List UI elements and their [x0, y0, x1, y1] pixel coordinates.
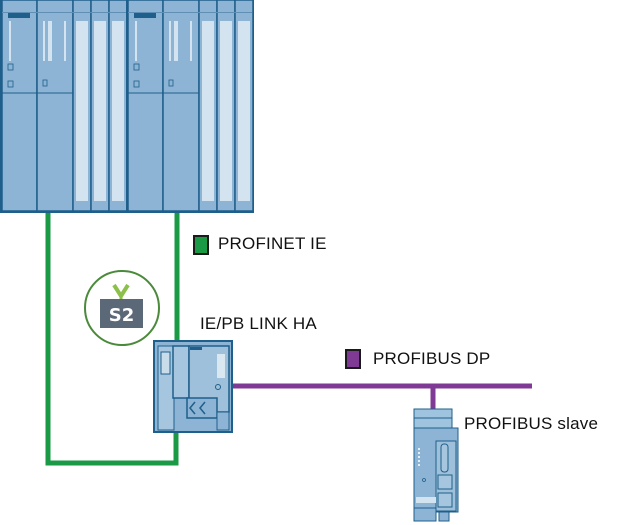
cpu-led	[168, 79, 174, 87]
profibus-cable	[231, 383, 532, 410]
profinet-legend-label: PROFINET IE	[218, 234, 327, 253]
ie-pb-link-ha-device[interactable]	[153, 340, 233, 433]
cpu-led	[42, 79, 48, 87]
profinet-line-rack1-to-link	[45, 212, 179, 466]
profibus-slave-device[interactable]	[413, 408, 459, 522]
profinet-cable	[45, 212, 180, 466]
cpu-module	[36, 0, 74, 212]
cpu-module	[162, 0, 200, 212]
ps-led	[7, 63, 14, 71]
plc-rack-1[interactable]	[0, 0, 128, 213]
power-supply-module	[1, 0, 38, 212]
ps-led	[133, 80, 140, 88]
profibus-slave-label: PROFIBUS slave	[464, 414, 599, 433]
s2-badge-box	[100, 299, 143, 328]
ps-display	[8, 13, 30, 18]
ps-led	[133, 63, 140, 71]
plc-rack-2[interactable]	[0, 0, 254, 213]
profinet-legend-green-square-icon	[193, 235, 209, 255]
ie-pb-link-label: IE/PB LINK HA	[200, 314, 317, 333]
s2-redundancy-badge: S2	[84, 270, 160, 346]
profibus-legend-label: PROFIBUS DP	[373, 349, 491, 368]
ethernet-ports-icon	[189, 401, 206, 415]
power-supply-module	[127, 0, 164, 212]
ps-led	[7, 80, 14, 88]
link-connector-icon	[160, 351, 171, 375]
profibus-legend-purple-square-icon	[345, 349, 361, 369]
s2-badge-text: S2	[109, 305, 135, 326]
ps-display	[134, 13, 156, 18]
